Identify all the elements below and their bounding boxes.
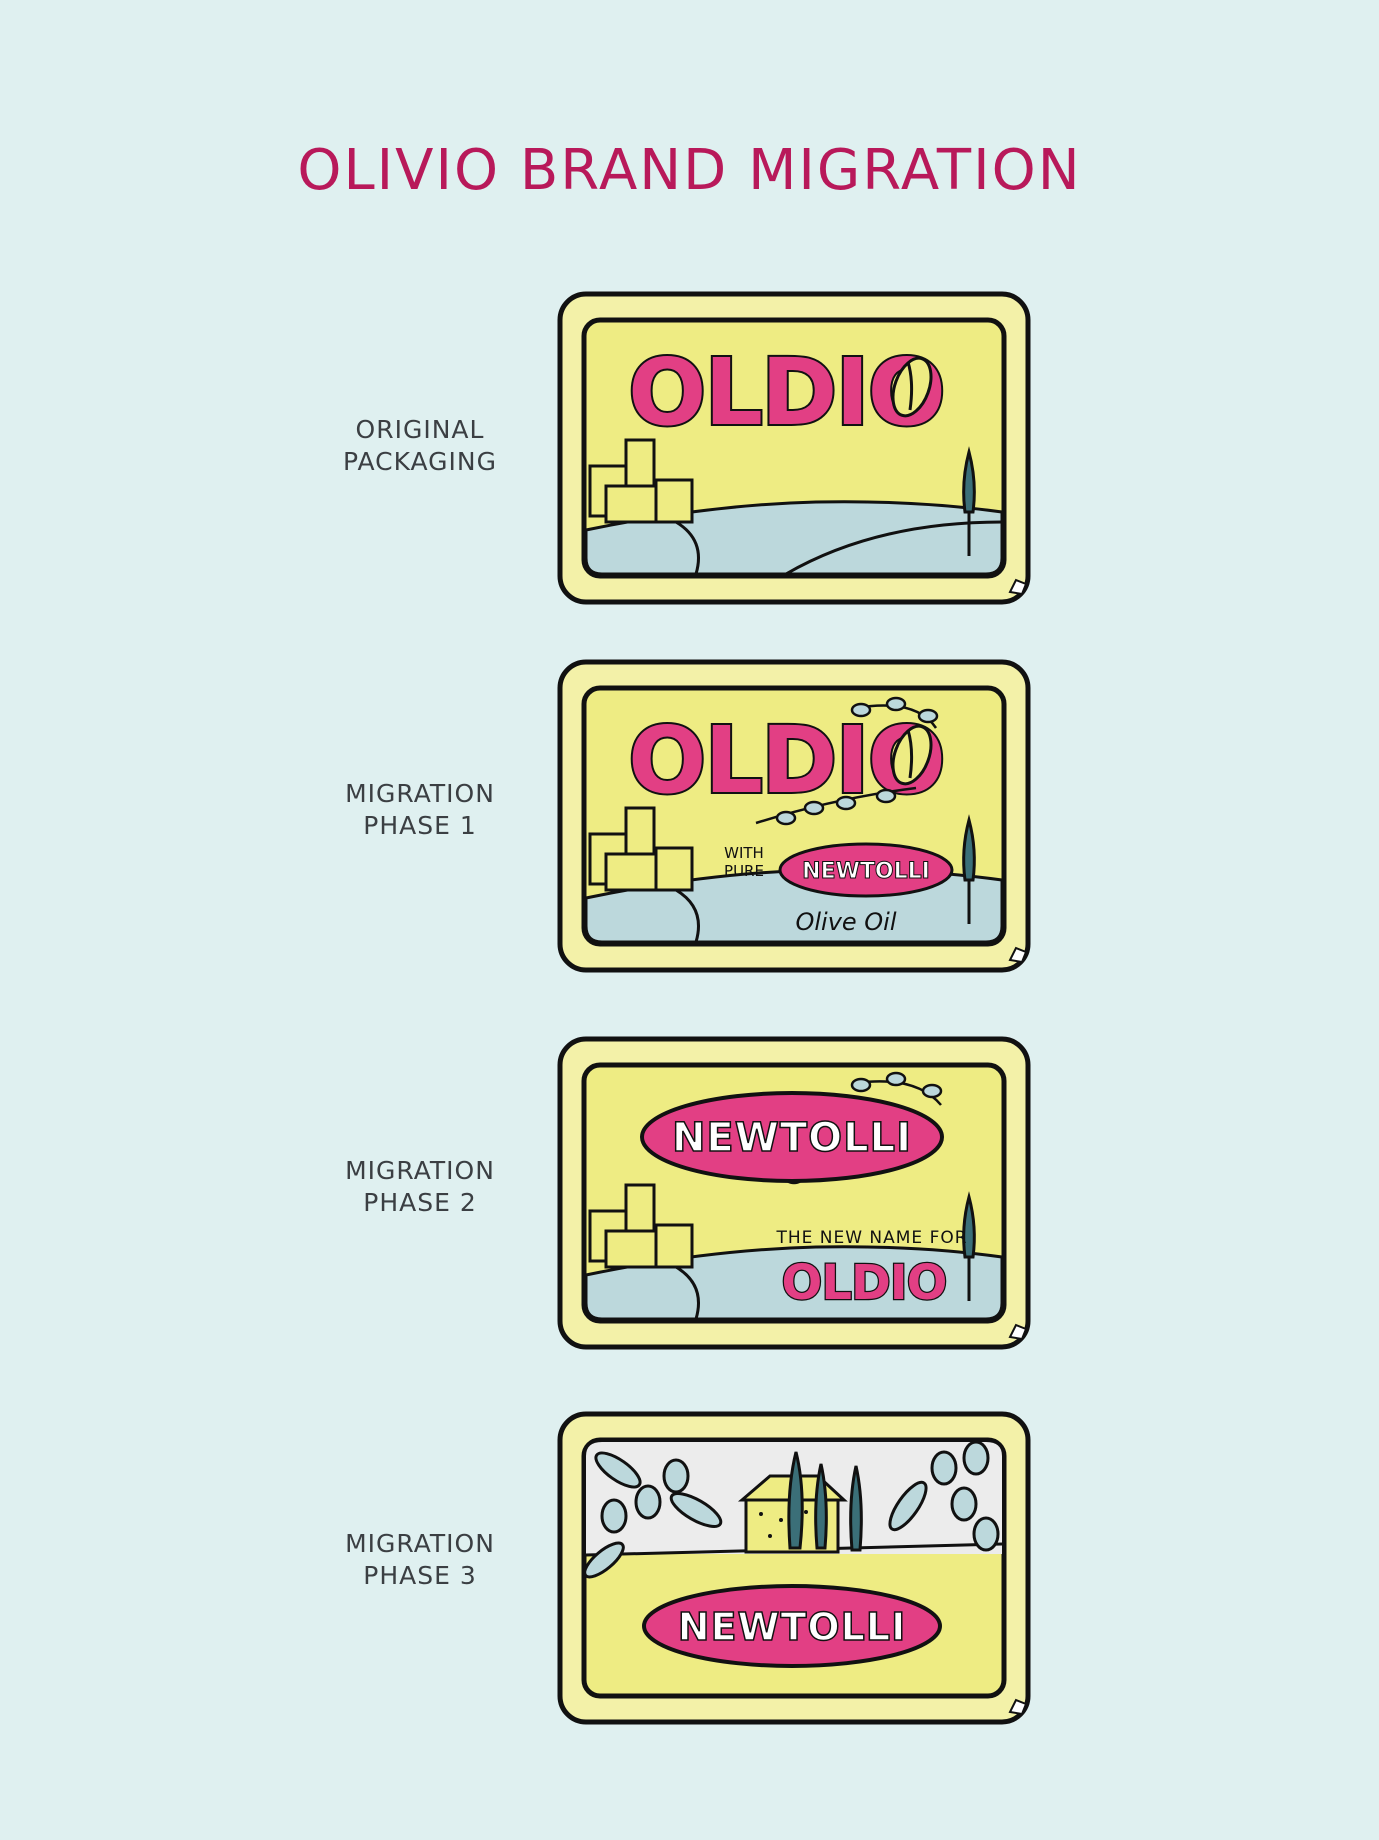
- tagline: THE NEW NAME FOR: [775, 1228, 967, 1248]
- olive-branch-icon: [755, 696, 939, 826]
- stage-label-line1: MIGRATION: [345, 779, 495, 808]
- new-brand-wordmark: NEWTOLLI: [678, 1605, 906, 1649]
- tub-migration-phase-1: OLDIO WITH PURE NEWTOLLI Olive Oil: [556, 658, 1034, 976]
- stage-label-original: ORIGINAL PACKAGING: [290, 414, 550, 478]
- tub-illustration: OLDIO WITH PURE NEWTOLLI Olive Oil: [557, 659, 1031, 973]
- stage-label-line2: PHASE 2: [363, 1188, 477, 1217]
- tub-illustration: NEWTOLLI: [557, 1411, 1031, 1725]
- stage-label-line2: PHASE 1: [363, 811, 477, 840]
- tub-migration-phase-3: NEWTOLLI: [556, 1410, 1034, 1728]
- old-brand-wordmark: OLDIO: [782, 1255, 947, 1311]
- stage-label-line2: PACKAGING: [342, 447, 498, 476]
- village-icon: [588, 1183, 694, 1269]
- tub-illustration: NEWTOLLI THE NEW NAME FOR OLDIO: [557, 1036, 1031, 1350]
- olive-branch-left-icon: [583, 1451, 723, 1579]
- stage-label-phase-3: MIGRATION PHASE 3: [290, 1528, 550, 1592]
- stage-label-line2: PHASE 3: [363, 1561, 477, 1590]
- olive-leaf-icon: [891, 356, 933, 418]
- olive-oil-script: Olive Oil: [795, 908, 896, 936]
- new-brand-wordmark: NEWTOLLI: [672, 1115, 912, 1161]
- new-brand-oval: [778, 842, 954, 898]
- cypress-trees-icon: [787, 1451, 863, 1552]
- village-icon: [588, 806, 694, 892]
- new-brand-wordmark: NEWTOLLI: [802, 859, 930, 884]
- tub-original-packaging: OLDIO: [556, 290, 1034, 608]
- stage-label-line1: MIGRATION: [345, 1156, 495, 1185]
- tub-illustration: OLDIO: [557, 291, 1031, 605]
- stage-label-line1: ORIGINAL: [355, 415, 485, 444]
- olive-branch-right-icon: [888, 1440, 1000, 1552]
- stage-label-phase-2: MIGRATION PHASE 2: [290, 1155, 550, 1219]
- page-title: OLIVIO BRAND MIGRATION: [297, 138, 1082, 203]
- stage-label-line1: MIGRATION: [345, 1529, 495, 1558]
- new-brand-oval: [642, 1584, 942, 1668]
- pure-label: PURE: [724, 862, 764, 880]
- with-label: WITH: [724, 844, 764, 862]
- village-icon: [588, 438, 694, 524]
- new-brand-oval: [640, 1091, 944, 1183]
- olive-leaf-icon: [891, 724, 933, 786]
- tub-migration-phase-2: NEWTOLLI THE NEW NAME FOR OLDIO: [556, 1035, 1034, 1353]
- stage-label-phase-1: MIGRATION PHASE 1: [290, 778, 550, 842]
